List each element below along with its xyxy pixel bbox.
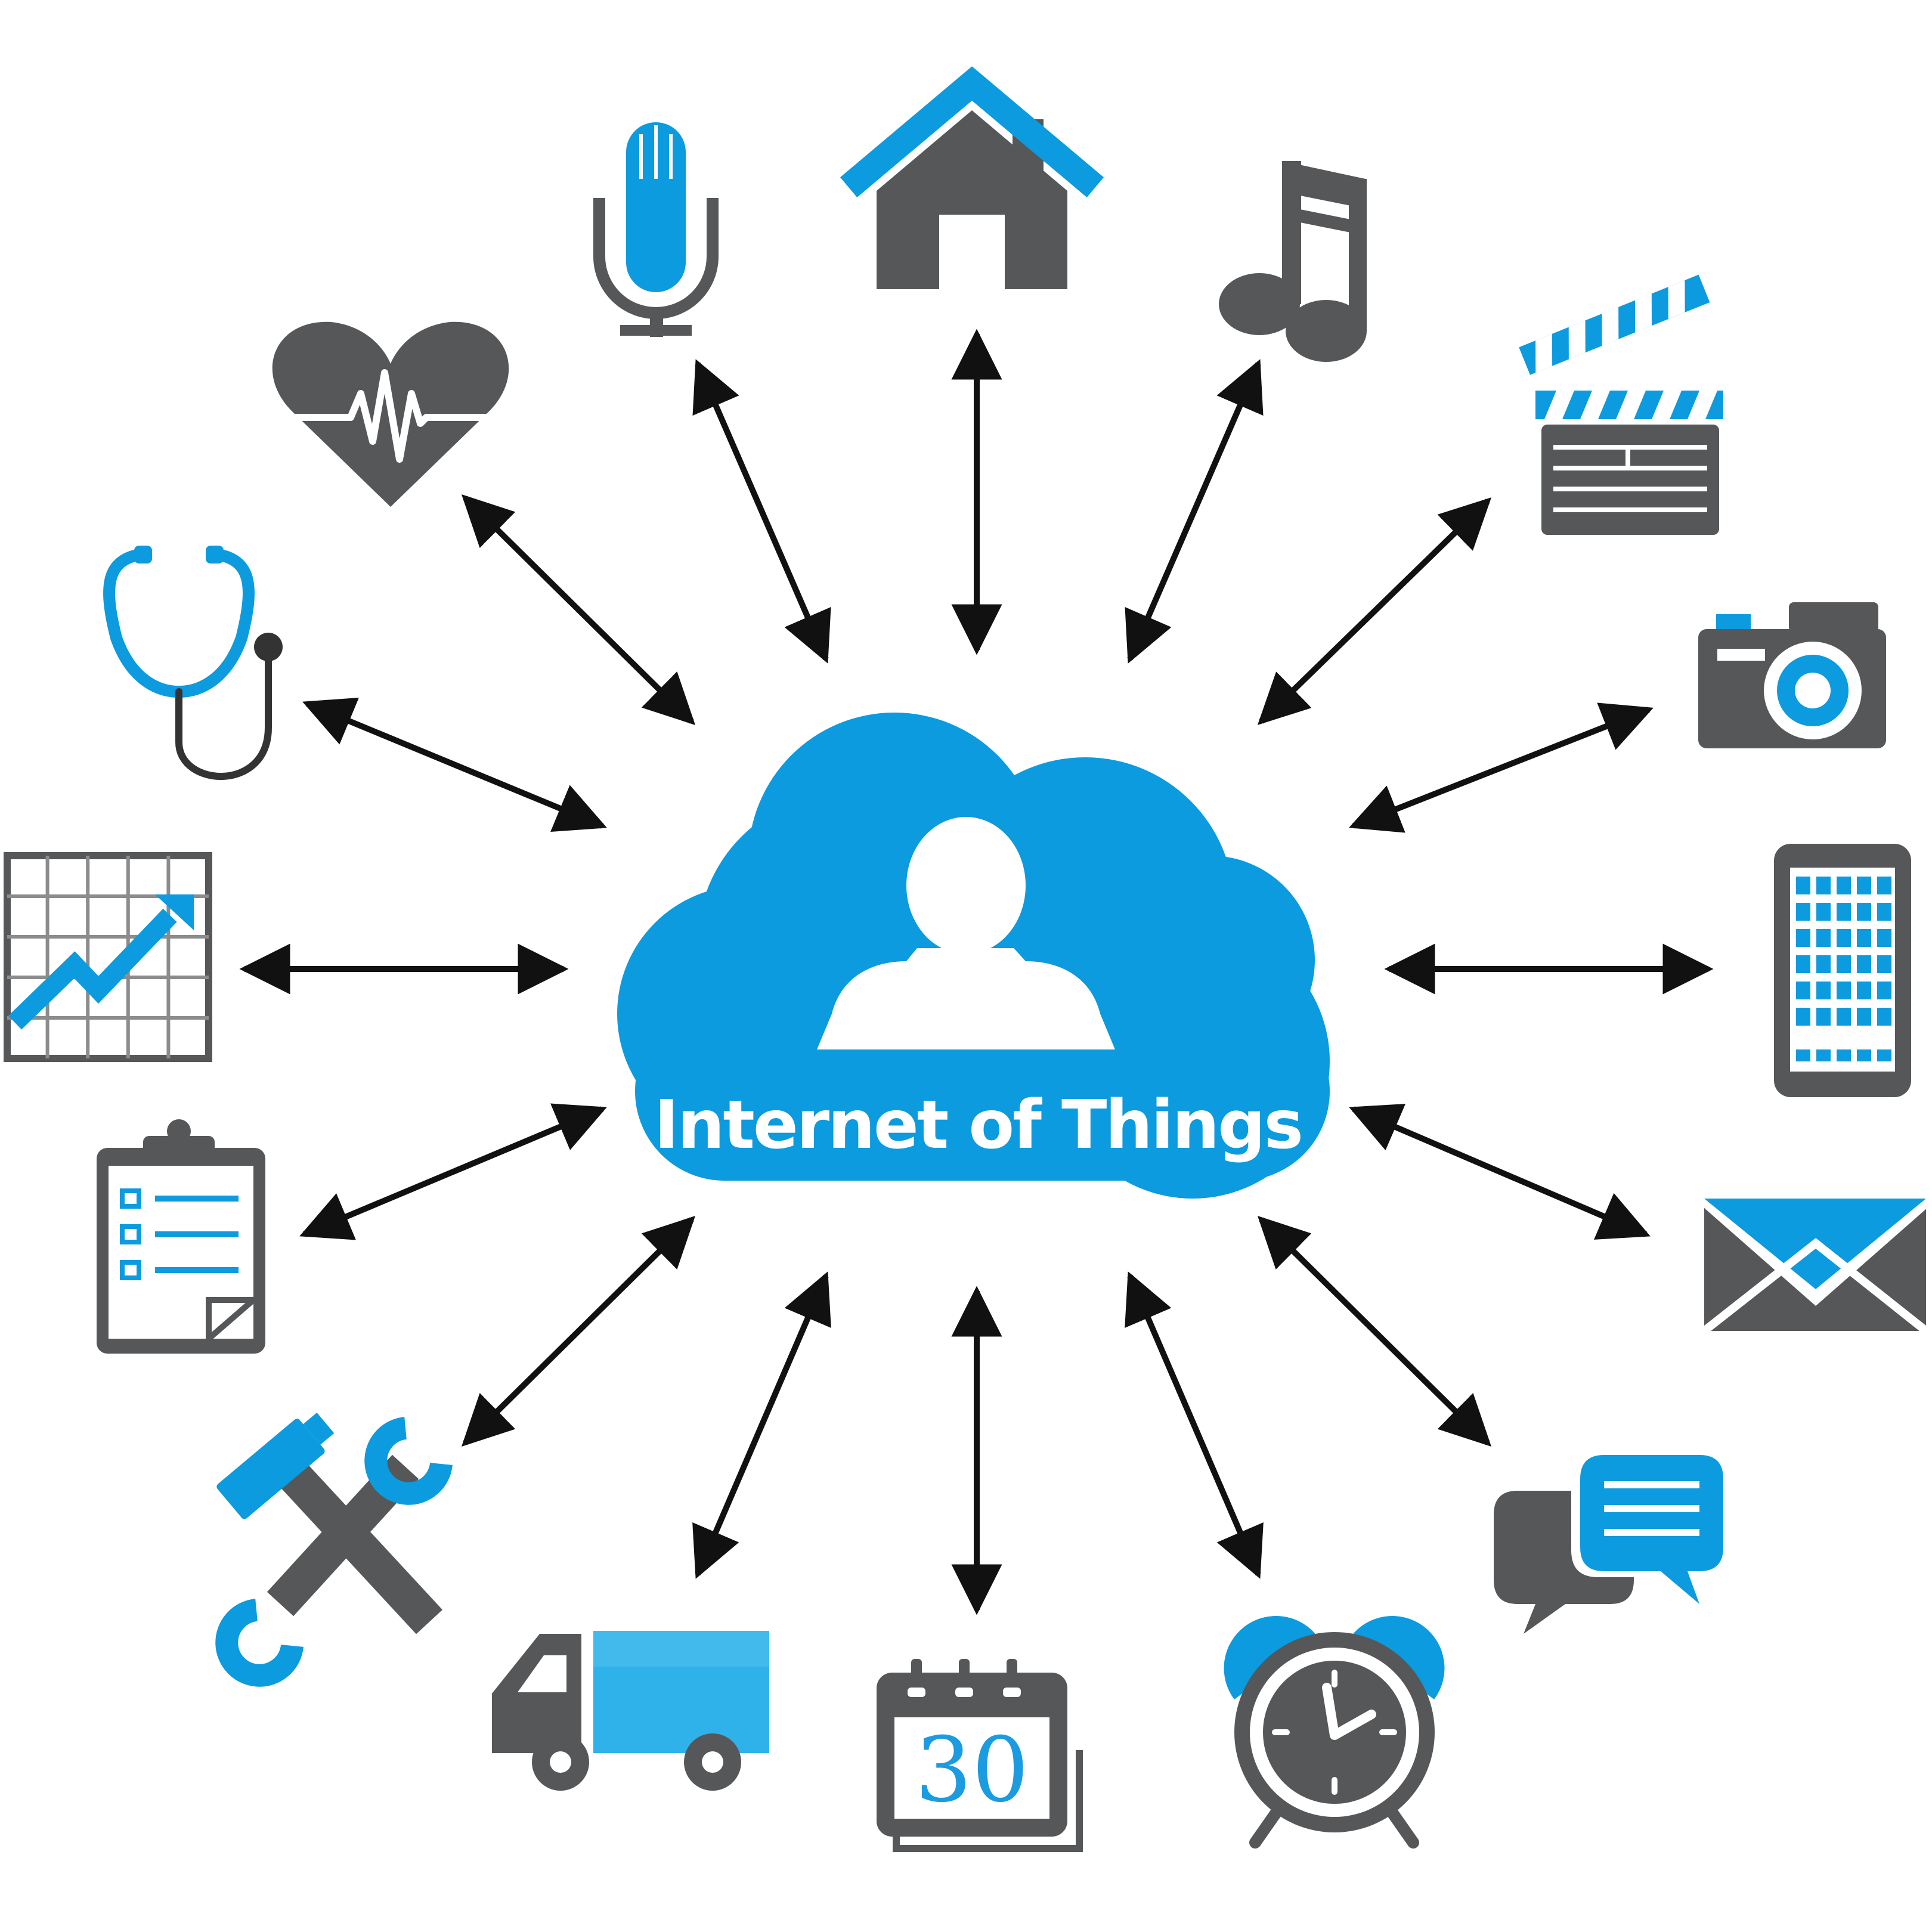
app-tile <box>1857 982 1871 999</box>
connector-arrows <box>239 329 1714 1615</box>
arrow-stethoscope <box>302 698 607 832</box>
app-tile <box>1816 903 1831 921</box>
arrow-microphone <box>692 359 831 664</box>
person-icon <box>817 817 1115 1049</box>
app-tile <box>1816 1008 1831 1026</box>
app-tile <box>1857 929 1871 947</box>
app-tile <box>1837 877 1851 894</box>
app-tile <box>1877 1008 1891 1026</box>
smartphone-icon <box>1774 844 1911 1097</box>
app-tile <box>1857 1008 1871 1026</box>
growth-chart-icon <box>4 852 212 1062</box>
dock-tile <box>1877 1049 1891 1061</box>
microphone-icon <box>593 122 719 337</box>
dock-tile <box>1816 1049 1831 1061</box>
app-tile <box>1877 955 1891 973</box>
iot-cloud: Internet of Things <box>617 713 1330 1199</box>
dock-tile <box>1837 1049 1851 1061</box>
arrow-music <box>1125 359 1264 664</box>
app-tile <box>1837 903 1851 921</box>
app-tile <box>1816 877 1831 894</box>
app-tile <box>1796 903 1810 921</box>
heart-rate-icon <box>272 321 509 507</box>
arrow-email <box>1349 1104 1651 1240</box>
calendar-icon: 30 <box>877 1659 1083 1852</box>
arrow-tools <box>461 1216 696 1447</box>
clapperboard-icon <box>1519 274 1723 535</box>
app-grid <box>1796 877 1891 1061</box>
wrench-hammer-icon <box>215 1412 453 1687</box>
cloud-title: Internet of Things <box>654 1086 1302 1164</box>
app-tile <box>1857 877 1871 894</box>
truck-icon <box>492 1631 769 1791</box>
app-tile <box>1796 1008 1810 1026</box>
app-tile <box>1837 1008 1851 1026</box>
app-tile <box>1816 982 1831 999</box>
arrow-clapperboard <box>1257 497 1492 725</box>
app-tile <box>1837 982 1851 999</box>
stethoscope-icon <box>103 546 283 780</box>
app-tile <box>1857 955 1871 973</box>
app-tile <box>1877 982 1891 999</box>
app-tile <box>1816 955 1831 973</box>
app-tile <box>1796 955 1810 973</box>
app-tile <box>1796 982 1810 999</box>
envelope-icon <box>1704 1199 1926 1331</box>
dock-tile <box>1796 1049 1810 1061</box>
clipboard-checklist-icon <box>97 1119 265 1354</box>
dock-tile <box>1857 1049 1871 1061</box>
app-tile <box>1877 877 1891 894</box>
app-tile <box>1877 903 1891 921</box>
arrow-chat <box>1257 1216 1492 1447</box>
app-tile <box>1857 903 1871 921</box>
app-tile <box>1837 955 1851 973</box>
music-note-icon <box>1219 161 1367 362</box>
app-tile <box>1877 929 1891 947</box>
arrow-clipboard <box>299 1103 607 1240</box>
arrow-camera <box>1349 702 1654 833</box>
app-tile <box>1816 929 1831 947</box>
app-tile <box>1837 929 1851 947</box>
chat-bubbles-icon <box>1494 1449 1732 1634</box>
arrow-alarm-clock <box>1125 1271 1264 1579</box>
alarm-clock-icon <box>1224 1616 1445 1849</box>
arrow-delivery-truck <box>692 1271 831 1579</box>
app-tile <box>1796 929 1810 947</box>
camera-icon <box>1698 602 1886 748</box>
arrow-heart-rate <box>461 494 696 725</box>
app-tile <box>1796 877 1810 894</box>
home-icon <box>840 66 1104 289</box>
calendar-day-number: 30 <box>915 1719 1029 1822</box>
